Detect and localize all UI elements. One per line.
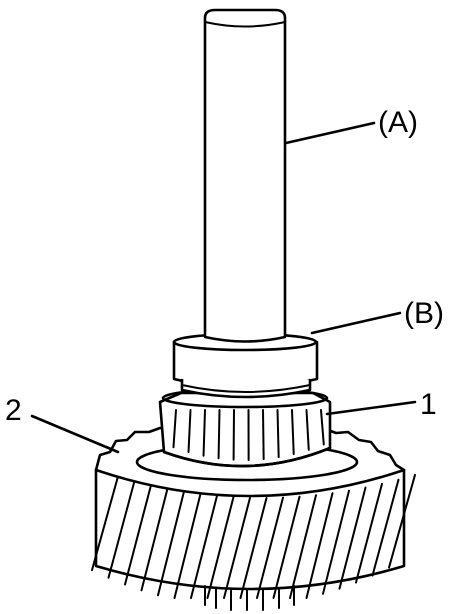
- gear-tooth: [289, 494, 317, 599]
- bearing-roller: [320, 409, 325, 446]
- gear-tooth: [322, 489, 350, 595]
- drive-shaft-stub: [204, 585, 295, 611]
- bearing-roller: [291, 409, 295, 456]
- tapered-bearing: [158, 387, 332, 468]
- leader-2: [30, 414, 120, 454]
- gear-tooth: [107, 480, 136, 579]
- gear-tooth: [173, 492, 202, 599]
- gear-tooth: [190, 494, 218, 599]
- installer-shaft-a: [203, 8, 287, 343]
- bearing-roller: [262, 409, 265, 461]
- bearing-roller: [172, 409, 177, 449]
- bearing-rollers: [172, 409, 325, 461]
- installer-collar-b: [172, 332, 319, 399]
- label-tool-a: (A): [378, 106, 418, 139]
- bearing-roller: [187, 409, 192, 454]
- bearing-roller: [276, 409, 280, 459]
- bearing-roller: [305, 409, 310, 451]
- bearing-roller: [217, 409, 221, 460]
- gear-tooth: [239, 496, 268, 599]
- gear-tooth: [223, 496, 251, 599]
- gear-tooth: [355, 482, 383, 584]
- bearing-roller: [202, 409, 206, 457]
- gear-tooth: [124, 484, 152, 586]
- gear-tooth: [256, 496, 284, 599]
- gear-tooth: [305, 492, 334, 599]
- label-part-2: 2: [5, 394, 22, 427]
- gear-tooth: [338, 486, 367, 590]
- gear-tooth: [157, 490, 185, 597]
- gear-tooth: [206, 496, 235, 599]
- leader-1: [325, 400, 417, 416]
- gear-tooth: [388, 473, 416, 569]
- label-tool-b: (B): [404, 297, 444, 330]
- gear-tooth: [272, 495, 301, 599]
- gear-tooth: [91, 475, 119, 572]
- leader-a: [284, 121, 376, 145]
- gear-tooth: [140, 487, 169, 592]
- leader-lines: [30, 121, 417, 454]
- gear-teeth: [91, 473, 416, 599]
- gear-tooth: [371, 478, 400, 577]
- label-part-1: 1: [420, 388, 437, 421]
- leader-b: [310, 311, 402, 335]
